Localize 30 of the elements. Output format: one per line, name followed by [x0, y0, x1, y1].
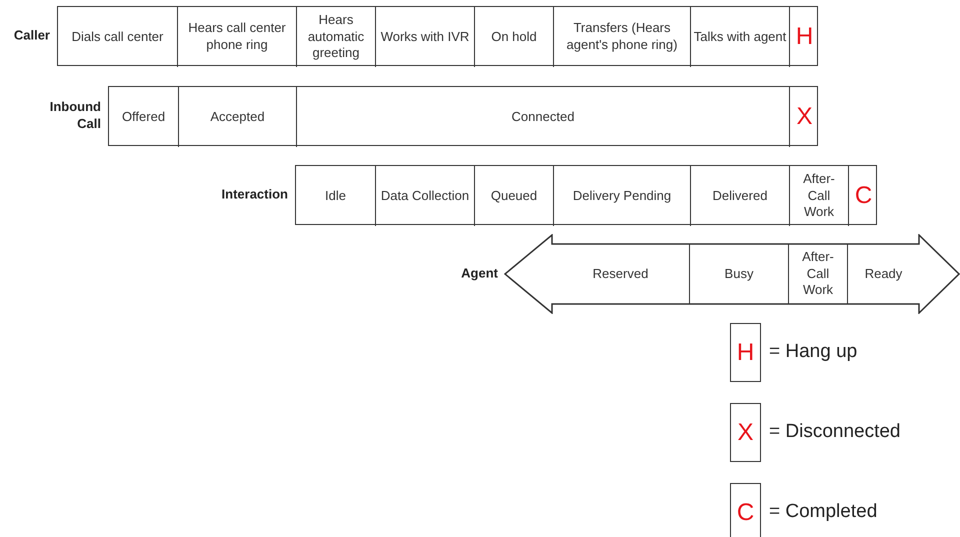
state-cell: Accepted: [178, 87, 296, 147]
state-cell: Hears automatic greeting: [296, 7, 375, 67]
legend-text: = Completed: [769, 500, 878, 522]
state-cell: Delivered: [690, 166, 789, 226]
state-cell: Delivery Pending: [553, 166, 690, 226]
state-cell: Offered: [109, 87, 178, 147]
state-cell: Queued: [474, 166, 553, 226]
state-cell: Idle: [296, 166, 375, 226]
state-cell: Ready: [847, 244, 919, 304]
row-label: Interaction: [220, 186, 288, 204]
state-cell: Connected: [296, 87, 789, 147]
state-cell: Reserved: [552, 244, 689, 304]
state-cell: On hold: [474, 7, 553, 67]
state-cell: Dials call center: [58, 7, 177, 67]
row-label: Caller: [12, 28, 50, 44]
state-cell: Talks with agent: [690, 7, 789, 67]
state-cell: Busy: [689, 244, 788, 304]
state-cell: After-Call Work: [789, 166, 848, 226]
state-cell: Works with IVR: [375, 7, 474, 67]
legend-text: = Hang up: [769, 340, 858, 362]
legend-key-box: X: [730, 403, 761, 462]
row-label: Inbound Call: [48, 99, 101, 133]
state-cell: After-Call Work: [788, 244, 847, 304]
legend-text: = Disconnected: [769, 420, 900, 442]
row-label: Agent: [460, 266, 498, 282]
state-cell: Transfers (Hears agent's phone ring): [553, 7, 690, 67]
legend-key-box: C: [730, 483, 761, 537]
state-cell: Hears call center phone ring: [177, 7, 296, 67]
state-cell: Data Collection: [375, 166, 474, 226]
legend-key-box: H: [730, 323, 761, 382]
